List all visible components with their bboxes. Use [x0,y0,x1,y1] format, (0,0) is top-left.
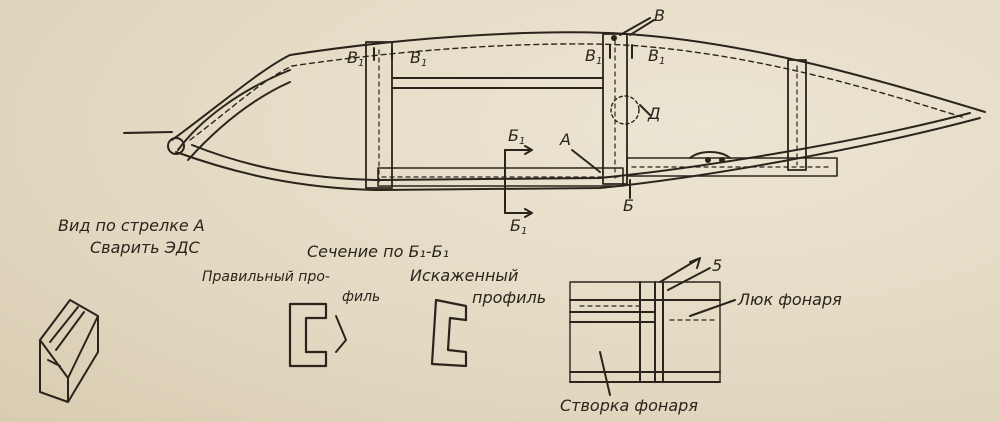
label-b1-upper: Б1 [508,126,526,147]
distorted-profile-caption-2: профиль [472,288,547,307]
correct-profile-caption-1: Правильный про- [202,269,330,285]
leader-d [639,104,651,116]
leader-v [619,17,655,36]
weld-caption: Сварить ЭДС [90,238,200,257]
section-arrow-lower [504,208,533,218]
label-b: Б [623,196,634,215]
leader-sash [599,351,611,396]
bottom-sill-inner [191,112,971,181]
sash-caption: Створка фонаря [560,396,698,415]
longeron [391,77,604,89]
rear-rail-detail [689,151,731,159]
label-b1-left-b: B1 [410,48,428,69]
distorted-profile [430,298,468,368]
frame-3 [787,59,807,171]
hinge-circle [167,137,185,155]
fuselage-line [123,131,173,134]
distorted-profile-caption-1: Искаженный [410,266,519,285]
b1-arrows-left [373,47,393,61]
section-title: Сечение по Б₁-Б₁ [307,242,449,261]
leader-hatch [689,299,736,317]
detail-d-circle [610,95,640,125]
view-arrow-a-caption: Вид по стрелке А [58,216,205,235]
sill-dash [381,166,831,178]
welded-part-detail [47,306,85,367]
hatch-caption: Люк фонаря [738,290,842,309]
canopy-outer-contour [171,31,986,141]
b1-arrows-right [609,44,633,59]
rear-lower-rail [626,157,838,177]
rivet-2 [719,157,725,163]
dim-5-line [659,257,701,283]
detail-d-bottom [569,371,721,383]
correct-profile-dim [335,315,347,353]
frame-1 [365,41,393,189]
detail-d-dashes [579,305,716,321]
label-b1-lower: Б1 [510,216,528,237]
label-v: B [654,6,665,25]
welded-part [39,299,99,403]
correct-profile-caption-2: филь [342,289,381,305]
canopy-inner-contour [189,43,966,141]
dim-5-line2 [667,267,711,291]
dimension-5: 5 [712,256,723,275]
detail-d-top [569,299,721,323]
frame-2 [602,33,628,185]
label-d: Д [648,104,661,123]
label-b1-right-b: B1 [648,46,666,67]
label-b1-left-a: B1 [347,48,365,69]
detail-d-verticals [639,281,664,383]
rivet-3 [611,35,617,41]
leader-a [571,149,601,173]
rivet-1 [705,157,711,163]
correct-profile [288,302,328,368]
detail-d-frame [569,281,721,383]
front-frame [177,69,291,161]
section-arrow-upper [504,145,533,155]
label-a: А [560,130,571,149]
label-b1-right-a: B1 [585,46,603,67]
lower-rail [377,167,624,187]
